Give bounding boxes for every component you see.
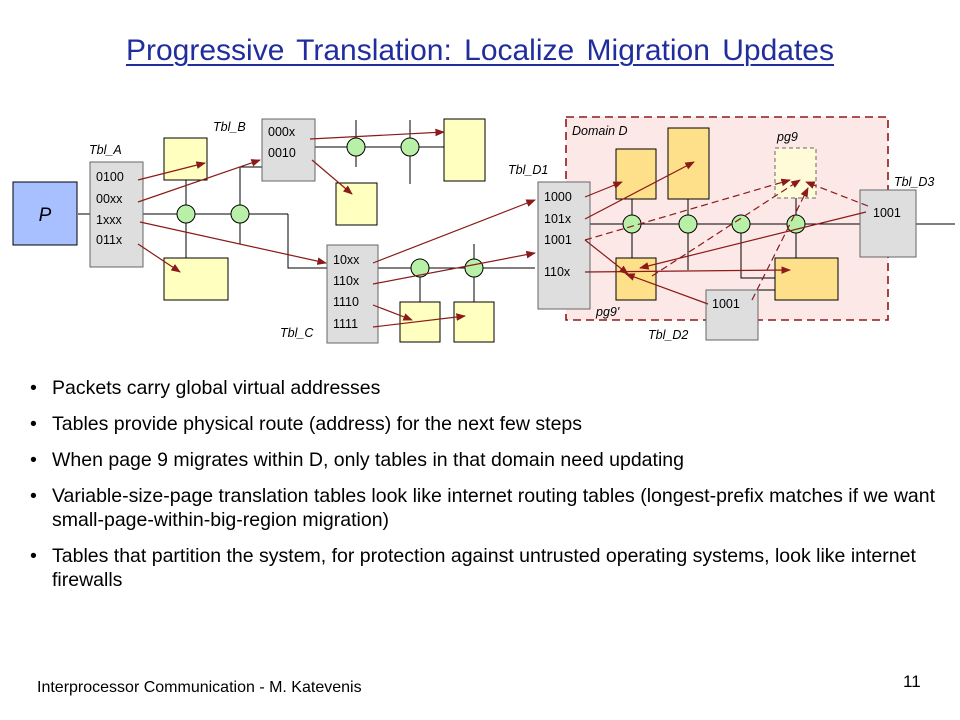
table-entry: 1000 [544,190,572,204]
node-a2 [163,257,229,301]
bullet-item: • Packets carry global virtual addresses [30,376,940,400]
table-entry: 0010 [268,146,296,160]
table-c: Tbl_C 10xx 110x 1110 1111 [280,244,379,344]
table-entry: 1110 [333,295,359,309]
table-entry: 011x [96,233,123,247]
bullet-dot: • [30,449,37,471]
table-label: Tbl_D3 [894,175,934,189]
bullet-item: • Variable-size-page translation tables l… [30,484,940,532]
node-c2 [453,301,495,343]
translation-diagram: Domain D P [12,116,955,344]
table-label: Tbl_A [89,143,122,157]
switch [464,258,484,278]
node-b1 [443,118,486,182]
table-entry: 1111 [333,317,358,331]
node-b2 [335,182,378,226]
pg9-old-label: pg9 [776,130,798,144]
table-label: Tbl_D1 [508,163,548,177]
node-d2 [667,127,710,200]
bullet-item: • Tables that partition the system, for p… [30,544,940,592]
table-d2: Tbl_D2 1001 [648,289,759,342]
bullet-dot: • [30,485,37,507]
translation-arrows [137,128,869,328]
switch [176,204,196,224]
processor-box [12,181,78,246]
bullet-dot: • [30,377,37,399]
switch [230,204,250,224]
memory-nodes [163,118,839,343]
table-label: Tbl_C [280,326,314,340]
table-entry: 1001 [712,297,740,311]
footer-text: Interprocessor Communication - M. Kateve… [37,679,362,696]
table-entry: 10xx [333,253,360,267]
bullet-dot: • [30,545,37,567]
table-entry: 000x [268,125,296,139]
switch [400,137,420,157]
switch [731,214,751,234]
bullet-item: • When page 9 migrates within D, only tab… [30,448,940,472]
node-c1 [399,301,441,343]
processor-label: P [39,205,52,226]
switches [176,137,806,278]
node-a1 [163,137,208,181]
pg9-new-label: pg9' [595,305,620,319]
node-pg9-new [615,257,657,301]
slide-title: Progressive Translation: Localize Migrat… [125,34,834,67]
bullet-text: Tables provide physical route (address) … [52,413,583,435]
bullet-dot: • [30,413,37,435]
node-pg9-old [774,147,817,199]
node-d4 [774,257,839,301]
table-label: Tbl_D2 [648,328,688,342]
page-number: 11 [903,672,921,691]
bullet-list: •Packets carry global virtual addresses … [30,376,940,604]
table-entry: 1001 [544,233,572,247]
bullet-text: Variable-size-page translation tables lo… [52,485,936,531]
table-label: Tbl_B [213,120,246,134]
bullet-text: When page 9 migrates within D, only tabl… [52,449,684,471]
switch [346,137,366,157]
table-entry: 1001 [873,206,901,220]
table-entry: 1xxx [96,213,122,227]
table-d3: Tbl_D3 1001 [859,175,934,258]
bullet-text: Tables that partition the system, for pr… [52,545,916,591]
table-b: Tbl_B 000x 0010 [213,118,316,182]
domain-d-label: Domain D [572,124,628,138]
table-a: Tbl_A 0100 00xx 1xxx 011x [89,143,144,268]
bullet-text: Packets carry global virtual addresses [52,377,381,399]
node-d1 [615,148,657,200]
table-d1: Tbl_D1 1000 101x 1001 110x [508,163,591,310]
table-entry: 0100 [96,170,124,184]
table-entry: 110x [333,274,360,288]
table-entry: 00xx [96,192,123,206]
table-entry: 110x [544,265,571,279]
table-entry: 101x [544,212,572,226]
bullet-item: • Tables provide physical route (address)… [30,412,940,436]
switch [410,258,430,278]
switch [678,214,698,234]
